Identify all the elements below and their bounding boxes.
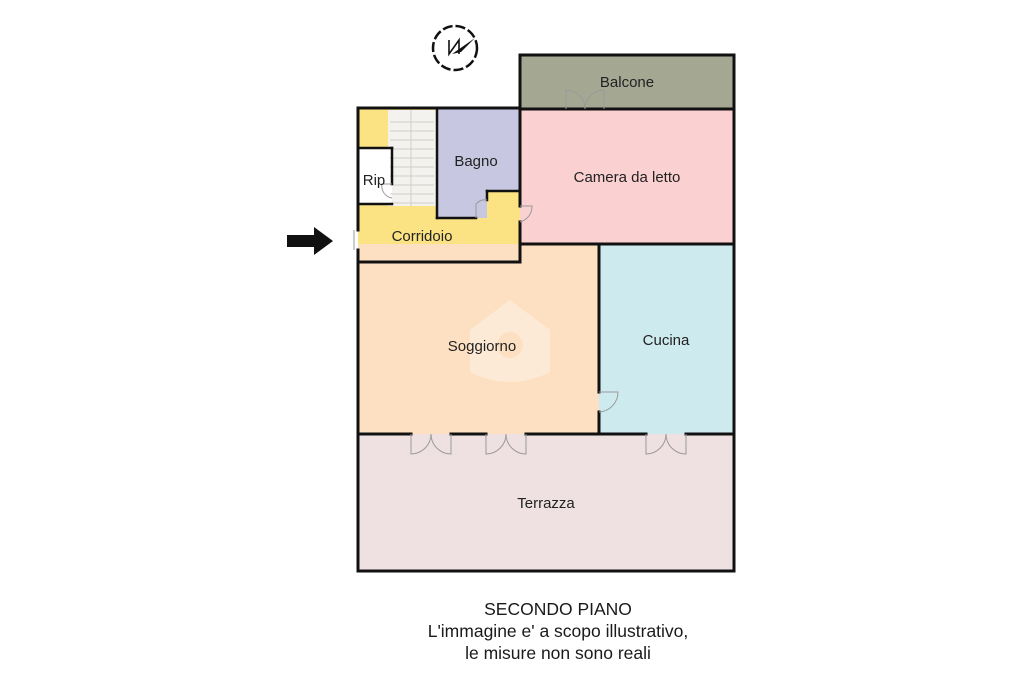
caption-line-2: le misure non sono reali [465,643,651,663]
cucina-area [599,244,734,434]
caption-line-1: L'immagine e' a scopo illustrativo, [427,621,689,641]
room-label-bagno: Bagno [454,153,497,170]
terrazza-area [358,434,734,571]
soggiorno-area [358,244,599,434]
rip-area [358,148,392,204]
entrance-arrow-icon [287,227,333,255]
room-label-rip: Rip [363,172,386,189]
room-label-balcone: Balcone [600,74,654,91]
room-label-terrazza: Terrazza [517,495,575,512]
doors [353,89,687,455]
compass-icon [431,24,479,72]
walls [356,53,736,573]
camera-area [520,109,734,244]
watermark-logo [470,300,550,382]
plan-caption: SECONDO PIANO L'immagine e' a scopo illu… [0,598,1024,664]
balcone-area [520,55,734,109]
room-label-corridoio: Corridoio [392,228,453,245]
room-label-camera: Camera da letto [574,169,681,186]
stair-treads [390,110,434,206]
room-label-soggiorno: Soggiorno [448,338,516,355]
caption-title: SECONDO PIANO [484,599,632,619]
room-label-cucina: Cucina [643,332,690,349]
